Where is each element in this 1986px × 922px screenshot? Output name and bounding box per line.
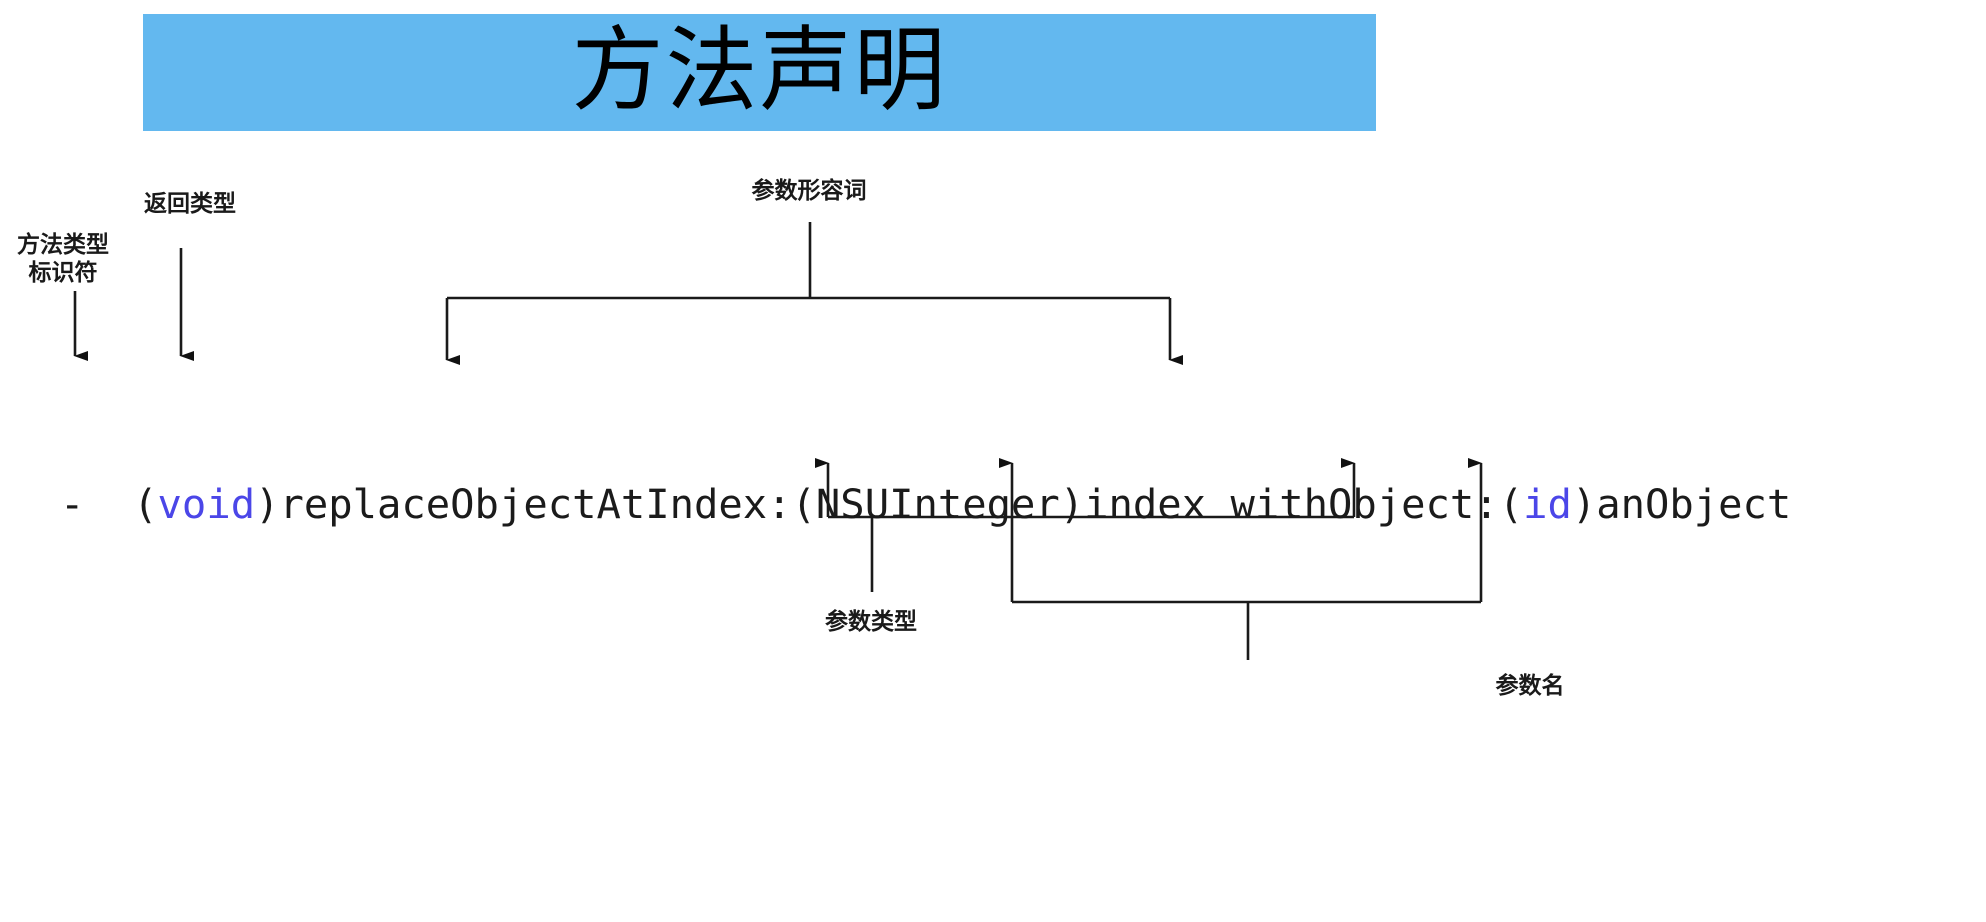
code-selector-1: replaceObjectAtIndex: xyxy=(279,480,792,528)
code-close-paren-3: ) xyxy=(1571,480,1597,528)
code-open-paren-3: ( xyxy=(1498,480,1524,528)
label-param-name: 参数名 xyxy=(1495,673,1565,699)
code-close-paren-2: ) xyxy=(1059,480,1085,528)
code-keyword-id: id xyxy=(1523,480,1572,528)
label-param-adjective: 参数形容词 xyxy=(751,178,867,204)
code-dash: - xyxy=(60,480,134,528)
title-banner: 方法声明 xyxy=(143,14,1376,131)
code-param-1: index xyxy=(1084,480,1207,528)
label-method-type-indicator: 方法类型 标识符 xyxy=(17,232,109,287)
code-close-paren-1: ) xyxy=(255,480,280,528)
label-return-type: 返回类型 xyxy=(144,191,236,217)
code-selector-2: withObject: xyxy=(1230,480,1499,528)
code-declaration-line: - (void)replaceObjectAtIndex:(NSUInteger… xyxy=(60,480,1791,528)
code-keyword-void: void xyxy=(157,480,256,528)
page-title: 方法声明 xyxy=(571,16,948,124)
code-open-paren-2: ( xyxy=(791,480,816,528)
code-type-nsuinteger: NSUInteger xyxy=(815,480,1060,528)
label-param-type: 参数类型 xyxy=(825,609,917,635)
code-param-2: anObject xyxy=(1596,480,1792,528)
code-open-paren-1: ( xyxy=(133,480,158,528)
code-space xyxy=(1206,480,1230,528)
